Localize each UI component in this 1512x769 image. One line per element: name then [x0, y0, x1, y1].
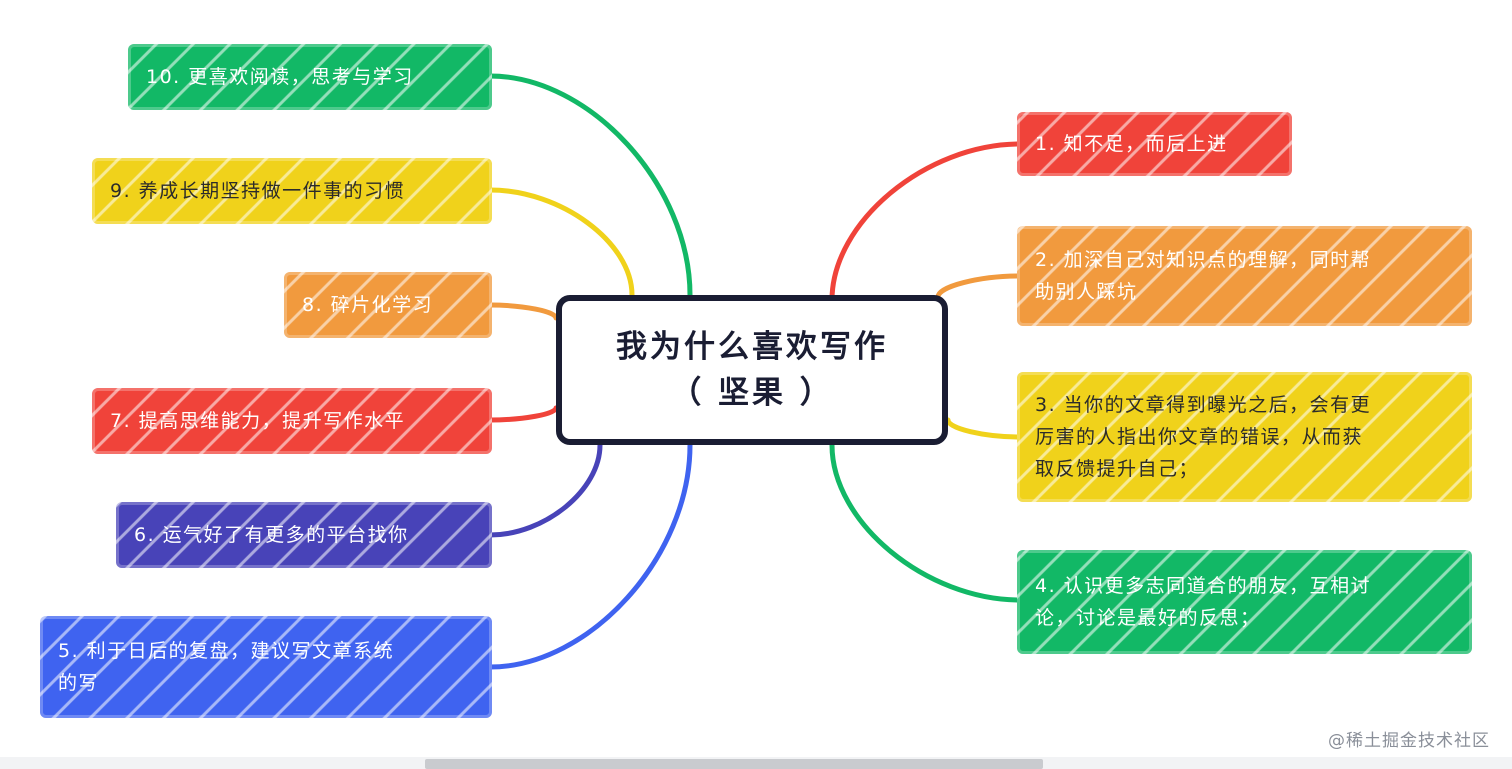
central-topic-title: 我为什么喜欢写作 — [616, 329, 888, 365]
branch-node-7[interactable]: 7. 提高思维能力，提升写作水平 — [92, 388, 492, 454]
branch-text-line: 10. 更喜欢阅读，思考与学习 — [146, 66, 414, 88]
branch-node-10[interactable]: 10. 更喜欢阅读，思考与学习 — [128, 44, 492, 110]
branch-text-line: 7. 提高思维能力，提升写作水平 — [110, 410, 406, 432]
branch-text-6: 6. 运气好了有更多的平台找你 — [134, 519, 409, 551]
branch-text-line: 论，讨论是最好的反思； — [1035, 607, 1261, 629]
branch-text-5: 5. 利于日后的复盘，建议写文章系统的写 — [58, 635, 394, 699]
branch-connector-1 — [829, 141, 1023, 303]
central-topic-subtitle: （ 坚果 ） — [670, 375, 834, 411]
branch-text-line: 1. 知不足，而后上进 — [1035, 133, 1228, 155]
branch-text-line: 助别人踩坑 — [1035, 281, 1138, 303]
branch-text-line: 8. 碎片化学习 — [302, 294, 434, 316]
branch-connector-8 — [487, 302, 559, 321]
branch-connector-10 — [487, 73, 693, 298]
branch-text-line: 3. 当你的文章得到曝光之后，会有更 — [1035, 394, 1372, 416]
branch-node-3[interactable]: 3. 当你的文章得到曝光之后，会有更厉害的人指出你文章的错误，从而获取反馈提升自… — [1017, 372, 1472, 502]
branch-text-8: 8. 碎片化学习 — [302, 289, 433, 321]
watermark: @稀土掘金技术社区 — [1328, 731, 1490, 751]
branch-node-5[interactable]: 5. 利于日后的复盘，建议写文章系统的写 — [40, 616, 492, 718]
branch-connector-6 — [487, 442, 603, 538]
branch-text-4: 4. 认识更多志同道合的朋友，互相讨论，讨论是最好的反思； — [1035, 570, 1371, 634]
central-topic[interactable]: 我为什么喜欢写作 （ 坚果 ） — [556, 295, 948, 445]
branch-connector-3 — [945, 417, 1023, 440]
branch-connector-5 — [487, 442, 693, 670]
branch-text-9: 9. 养成长期坚持做一件事的习惯 — [110, 175, 405, 207]
branch-text-7: 7. 提高思维能力，提升写作水平 — [110, 405, 405, 437]
branch-node-1[interactable]: 1. 知不足，而后上进 — [1017, 112, 1292, 176]
branch-node-2[interactable]: 2. 加深自己对知识点的理解，同时帮助别人踩坑 — [1017, 226, 1472, 326]
branch-text-10: 10. 更喜欢阅读，思考与学习 — [146, 61, 414, 93]
branch-connector-2 — [935, 273, 1023, 300]
branch-text-line: 取反馈提升自己； — [1035, 458, 1200, 480]
branch-node-6[interactable]: 6. 运气好了有更多的平台找你 — [116, 502, 492, 568]
branch-node-8[interactable]: 8. 碎片化学习 — [284, 272, 492, 338]
branch-connector-4 — [829, 442, 1023, 603]
branch-text-2: 2. 加深自己对知识点的理解，同时帮助别人踩坑 — [1035, 244, 1371, 308]
branch-text-line: 厉害的人指出你文章的错误，从而获 — [1035, 426, 1364, 448]
branch-text-3: 3. 当你的文章得到曝光之后，会有更厉害的人指出你文章的错误，从而获取反馈提升自… — [1035, 389, 1371, 485]
branch-node-4[interactable]: 4. 认识更多志同道合的朋友，互相讨论，讨论是最好的反思； — [1017, 550, 1472, 654]
branch-node-9[interactable]: 9. 养成长期坚持做一件事的习惯 — [92, 158, 492, 224]
branch-text-line: 6. 运气好了有更多的平台找你 — [134, 524, 409, 546]
branch-text-line: 2. 加深自己对知识点的理解，同时帮 — [1035, 249, 1372, 271]
branch-text-line: 的写 — [58, 672, 100, 694]
branch-text-1: 1. 知不足，而后上进 — [1035, 128, 1228, 160]
branch-text-line: 9. 养成长期坚持做一件事的习惯 — [110, 180, 406, 202]
branch-connector-7 — [487, 405, 559, 423]
branch-text-line: 5. 利于日后的复盘，建议写文章系统 — [58, 640, 395, 662]
scrollbar-thumb[interactable] — [425, 759, 1043, 769]
branch-text-line: 4. 认识更多志同道合的朋友，互相讨 — [1035, 575, 1372, 597]
branch-connector-9 — [487, 187, 635, 298]
